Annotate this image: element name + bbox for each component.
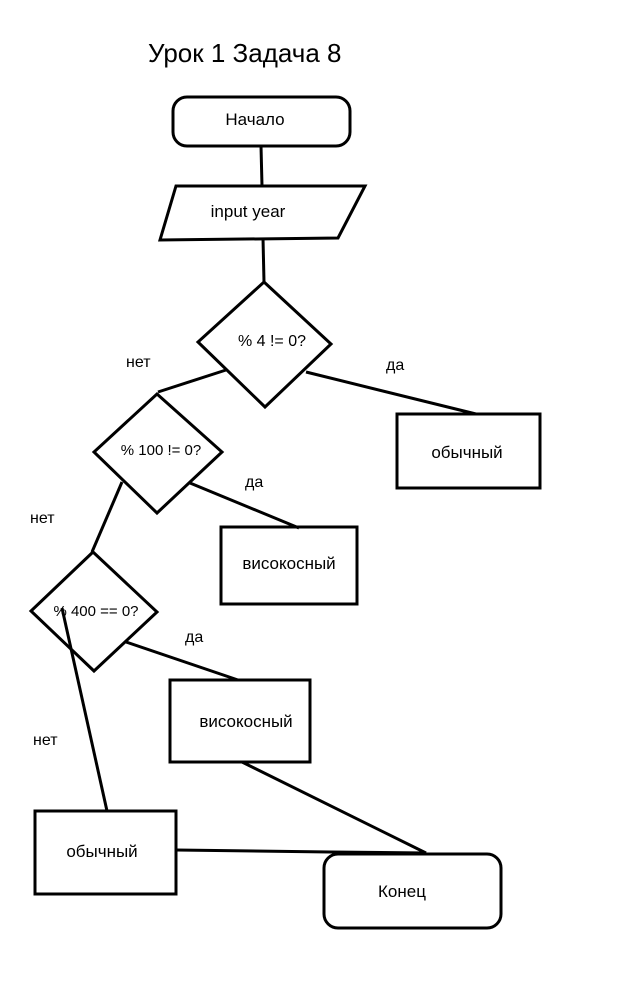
decision-mod-400: % 400 == 0? <box>28 549 160 674</box>
input-node: input year <box>157 184 368 242</box>
result-common-2-label: обычный <box>66 842 137 861</box>
result-leap-box-1: високосный <box>219 525 359 606</box>
diagram-title: Урок 1 Задача 8 <box>148 38 341 68</box>
edge-cond4-no <box>157 368 227 394</box>
result-common-1-label: обычный <box>431 443 502 462</box>
end-label: Конец <box>378 882 426 901</box>
result-leap-2-label: високосный <box>199 712 292 731</box>
end-terminal: Конец <box>322 852 503 930</box>
edge-cond4-yes <box>305 370 477 416</box>
decision-mod-400-label: % 400 == 0? <box>53 603 138 620</box>
edge-label-cond100-yes: да <box>245 474 263 491</box>
result-leap-1-label: високосный <box>242 554 335 573</box>
result-common-box-2: обычный <box>33 809 178 896</box>
input-label: input year <box>211 202 286 221</box>
result-leap-box-2: високосный <box>168 678 312 764</box>
edge-label-cond100-no: нет <box>30 510 55 527</box>
decision-mod-100: % 100 != 0? <box>91 391 225 516</box>
connectors <box>60 145 477 855</box>
decision-mod-4-label: % 4 != 0? <box>238 333 306 350</box>
edge-label-cond400-yes: да <box>185 629 203 646</box>
edge-cond100-yes <box>189 481 300 530</box>
edge-cond100-no <box>90 481 124 553</box>
edge-label-cond4-yes: да <box>386 357 404 374</box>
edge-label-cond4-no: нет <box>126 354 151 371</box>
edge-label-cond400-no: нет <box>33 732 58 749</box>
edge-cond400-no <box>60 607 109 812</box>
start-label: Начало <box>225 110 284 129</box>
decision-mod-100-label: % 100 != 0? <box>121 442 201 459</box>
start-terminal: Начало <box>171 95 352 148</box>
edge-start-input <box>259 145 264 187</box>
edge-leap2-end <box>241 760 427 855</box>
edge-input-cond4 <box>261 237 266 283</box>
decision-mod-4: % 4 != 0? <box>195 279 334 410</box>
result-common-box-1: обычный <box>395 412 542 490</box>
edge-cond400-yes <box>125 640 239 682</box>
